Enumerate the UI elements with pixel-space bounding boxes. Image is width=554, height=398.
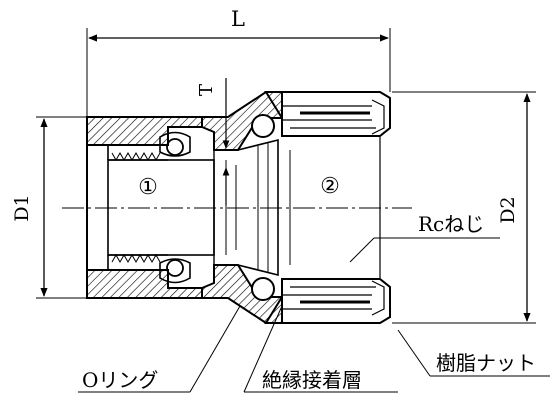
callout-resin-nut: 樹脂ナット xyxy=(397,329,550,377)
dimension-d1: D1 xyxy=(11,116,86,299)
dimension-d1-label: D1 xyxy=(11,194,33,221)
dimension-t: T xyxy=(196,78,230,205)
zone-2-marker: ② xyxy=(320,174,340,199)
resin-nut-lower xyxy=(251,277,391,324)
dimension-l: L xyxy=(86,7,391,116)
body-upper xyxy=(86,91,283,298)
dimension-l-label: L xyxy=(231,7,245,31)
dimension-d2-label: D2 xyxy=(497,196,519,223)
o-ring-label: Oリング xyxy=(82,368,158,392)
zone-1-marker: ① xyxy=(138,175,158,200)
callout-o-ring: Oリング xyxy=(78,305,241,393)
dimension-d2: D2 xyxy=(392,91,536,324)
callout-insulation-layer: 絶縁接着層 xyxy=(243,305,398,393)
resin-nut-label: 樹脂ナット xyxy=(436,351,536,375)
resin-nut-upper xyxy=(251,91,391,138)
dimension-t-label: T xyxy=(196,84,217,96)
rc-thread-label: Rcねじ xyxy=(418,212,484,236)
insulation-layer-label: 絶縁接着層 xyxy=(262,368,362,392)
callout-rc-thread: Rcねじ xyxy=(349,212,500,263)
